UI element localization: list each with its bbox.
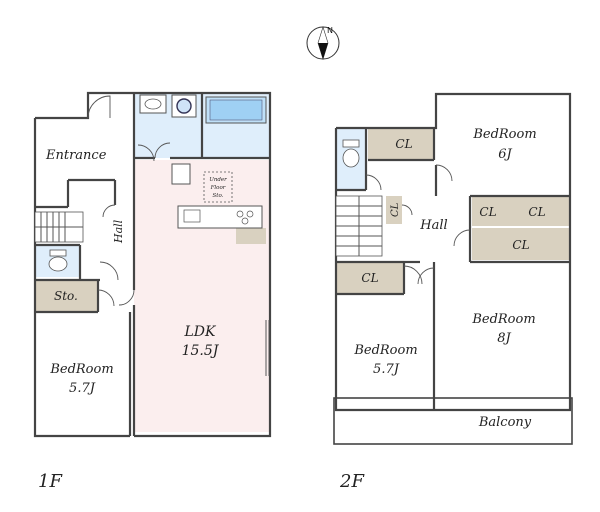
north-mark: N [327,26,333,35]
bedroom-se-size: 8J [497,331,511,346]
kitchen-counter [177,205,263,229]
staircase-1f [34,211,84,243]
closet-4 [504,196,570,226]
underfloor-label-1: Under [209,177,227,183]
closet-3-label: CL [479,205,496,219]
closet-1 [368,128,434,160]
ldk-size: 15.5J [182,343,220,359]
closet-5-label: CL [512,238,529,252]
bedroom-1f-size: 5.7J [69,381,96,396]
fridge-icon [171,163,191,185]
underfloor-label-2: Floor [210,185,226,191]
bedroom-1f-name: BedRoom [49,362,113,377]
closet-2 [386,196,402,224]
underfloor-label-3: Sto. [213,193,224,199]
bedroom-ne-size: 6J [498,147,512,162]
compass-north-icon: N [306,25,340,61]
bedroom-sw-size: 5.7J [373,362,400,377]
pantry-1f [236,228,266,244]
toilet-icon-1f [48,249,68,272]
underfloor-storage: Under Floor Sto. [203,171,233,203]
closet-6-label: CL [361,271,378,285]
closet-5 [472,228,570,260]
bathtub-icon [205,96,267,124]
floor1-label: 1F [38,471,63,492]
washing-machine-icon [171,94,197,118]
hall-label-2f: Hall [419,218,447,233]
toilet-icon-2f [342,139,360,168]
staircase-2f [335,195,383,257]
bedroom-sw-name: BedRoom [353,343,417,358]
balcony-outline [333,397,573,445]
floor2-label: 2F [339,471,365,492]
bedroom-se-name: BedRoom [471,312,535,327]
closet-1-label: CL [395,137,412,151]
entrance-door [87,95,111,119]
floor2-plan: CL CL CL CL CL CL Hall BedRoom 6J BedRoo… [333,92,573,492]
ldk-name: LDK [184,324,218,340]
closet-2-label: CL [390,202,401,217]
hall-label-1f: Hall [112,219,125,244]
bedroom-ne-name: BedRoom [472,127,536,142]
storage-label-1f: Sto. [54,289,78,303]
balcony-label: Balcony [478,415,532,430]
storage-1f [35,280,98,312]
closet-4-label: CL [528,205,545,219]
ldk-area [134,160,270,432]
floor1-plan: Under Floor Sto. Entrance Hall Sto. BedR… [33,91,272,492]
closet-6 [336,262,404,294]
washbasin-icon [139,94,167,114]
entrance-label: Entrance [45,148,107,163]
closet-3 [472,196,504,226]
